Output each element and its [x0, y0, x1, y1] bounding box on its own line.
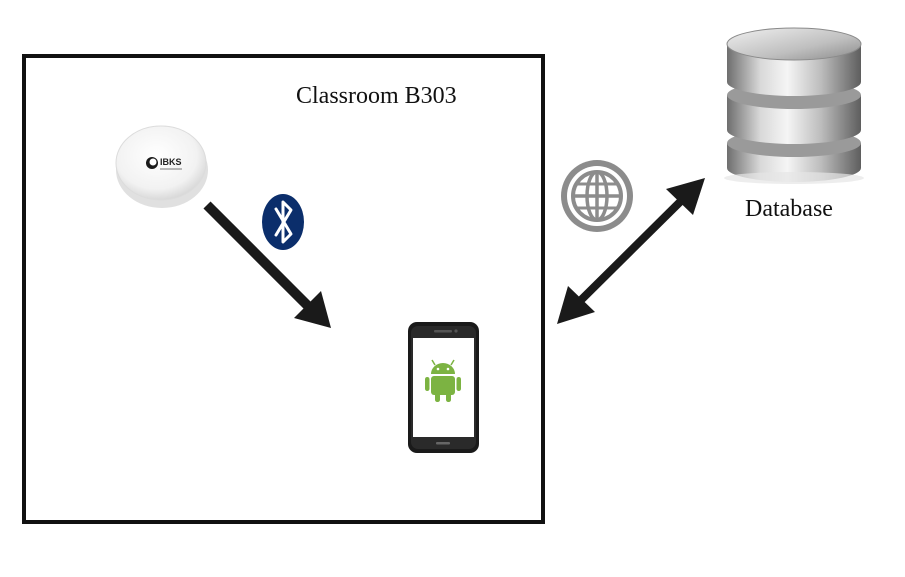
database-icon: [724, 27, 864, 184]
android-robot-icon: [425, 359, 461, 402]
beacon-brand-text: IBKS: [160, 157, 182, 167]
classroom-label: Classroom B303: [296, 83, 457, 109]
bluetooth-icon: [262, 194, 304, 250]
classroom-boundary: [22, 54, 545, 524]
globe-icon: [561, 160, 633, 232]
android-phone-icon: [408, 322, 479, 453]
beacon-to-phone-arrow: [203, 201, 331, 328]
database-label: Database: [745, 196, 833, 222]
phone-database-arrow: [557, 178, 705, 324]
beacon-icon: IBKS: [115, 125, 208, 208]
